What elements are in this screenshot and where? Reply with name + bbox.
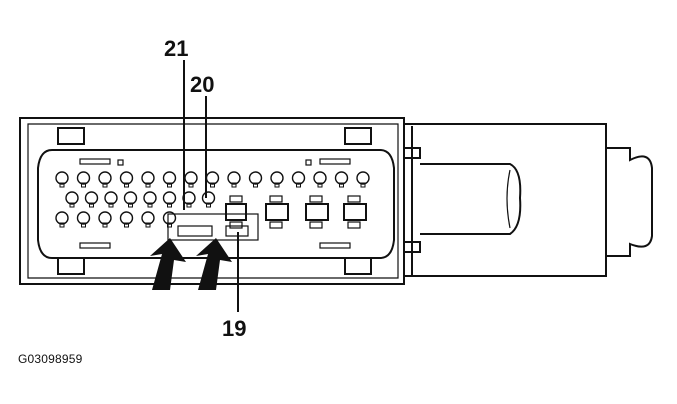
callout-19: 19 (222, 316, 246, 341)
pin-socket (205, 171, 220, 185)
pin-socket-latch (89, 202, 94, 208)
callout-leaders (183, 60, 239, 312)
pin-socket (313, 171, 327, 185)
pin-socket-latch (124, 182, 129, 188)
pin-socket (98, 171, 112, 185)
pin-socket (98, 211, 112, 225)
arrow-icon-left (150, 238, 186, 290)
pin-array (55, 171, 370, 228)
pin-socket-latch (147, 202, 153, 208)
pin-socket (248, 171, 263, 185)
pin-socket (76, 171, 91, 185)
pin-socket-latch (81, 182, 86, 188)
callout-21: 21 (164, 36, 188, 61)
cable-housing (403, 123, 653, 277)
figure-id: G03098959 (18, 352, 83, 366)
pin-socket (291, 171, 306, 185)
pin-socket-latch (317, 182, 323, 188)
pin-socket (227, 171, 241, 185)
pin-socket (65, 191, 79, 205)
pin-socket-latch (339, 182, 344, 188)
pin-socket (162, 171, 177, 185)
pin-socket-latch (145, 222, 151, 228)
power-pin-block (167, 195, 367, 241)
pin-socket-latch (59, 222, 65, 228)
pin-socket-latch (108, 202, 114, 208)
pin-socket-latch (210, 182, 215, 188)
pin-socket-latch (167, 202, 172, 208)
pin-socket (162, 211, 177, 225)
pin-socket (119, 211, 134, 225)
pin-socket-latch (231, 182, 237, 188)
pin-socket-latch (124, 222, 129, 228)
pin-socket-latch (69, 202, 75, 208)
pin-socket (55, 211, 69, 225)
connector-face (37, 149, 395, 259)
pin-socket (76, 211, 91, 225)
pin-socket (119, 171, 134, 185)
pin-socket-latch (102, 222, 108, 228)
pin-socket (356, 171, 370, 185)
pin-socket (201, 191, 216, 205)
callout-20: 20 (190, 72, 214, 97)
pin-socket (84, 191, 99, 205)
pin-socket (334, 171, 349, 185)
pin-socket-latch (81, 222, 86, 228)
pin-socket (162, 191, 177, 205)
pin-socket (141, 171, 155, 185)
pin-socket-latch (296, 182, 301, 188)
pin-socket-latch (167, 182, 172, 188)
pin-socket-latch (128, 202, 133, 208)
pin-socket-latch (102, 182, 108, 188)
pin-socket (184, 171, 198, 185)
pin-socket (270, 171, 284, 185)
pin-socket (143, 191, 157, 205)
pin-socket-latch (59, 182, 65, 188)
pin-socket-latch (188, 182, 194, 188)
pin-socket-latch (186, 202, 192, 208)
pin-socket (123, 191, 138, 205)
pin-socket-latch (253, 182, 258, 188)
pin-socket-latch (145, 182, 151, 188)
pin-socket-latch (360, 182, 366, 188)
pin-socket-latch (206, 202, 211, 208)
pin-socket (55, 171, 69, 185)
pin-socket (141, 211, 155, 225)
arrow-icon-right (196, 238, 232, 290)
pin-socket-latch (274, 182, 280, 188)
pin-socket (104, 191, 118, 205)
